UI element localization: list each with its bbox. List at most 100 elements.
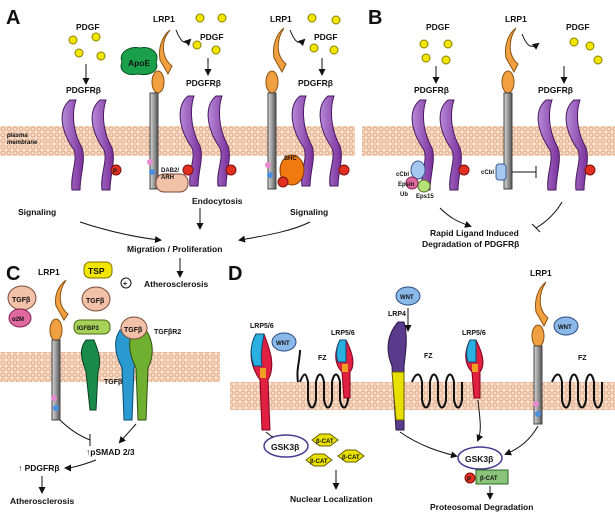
p-badge-d: P — [467, 477, 471, 483]
wnt-label-d1: WNT — [276, 341, 290, 347]
endocytosis-label: Endocytosis — [192, 196, 243, 206]
nuclear-label: Nuclear Localization — [290, 494, 373, 504]
shc-label: SHC — [284, 156, 297, 162]
lrp1-stalk-d — [533, 345, 543, 425]
signaling-label-a3: Signaling — [290, 207, 328, 217]
ccbl-label-b1: cCbl — [396, 172, 409, 178]
pdgf-ligands-b2 — [569, 37, 603, 65]
tsp-label: TSP — [88, 266, 105, 276]
pdgfr-label-b1: PDGFRβ — [414, 85, 449, 95]
fz-label-d1: FZ — [318, 355, 327, 362]
apoe-label: ApoE — [128, 58, 151, 68]
pdgf-ligands-3 — [307, 13, 341, 55]
ubiquitin-complex — [405, 160, 431, 193]
fz-label-d3: FZ — [578, 355, 587, 362]
pdgfr-label-a2: PDGFRβ — [186, 78, 221, 88]
wnt-badge-d3 — [553, 316, 579, 336]
ccbl-box-b — [495, 163, 507, 181]
pdgfr-label-a1: PDGFRβ — [66, 85, 101, 95]
pdgfr-label-a3: PDGFRβ — [298, 78, 333, 88]
lrp56-label-d1: LRP5/6 — [250, 323, 274, 330]
proteosomal-label: Proteosomal Degradation — [430, 502, 533, 512]
pdgf-label-a3: PDGF — [314, 32, 338, 42]
bcat-label-d4: β-CAT — [480, 476, 498, 482]
tgfb-badge-c2 — [81, 286, 111, 312]
panel-d-letter: D — [228, 263, 242, 285]
pdgfr-receptor-b2 — [537, 99, 596, 191]
bcat-box-d — [475, 469, 509, 485]
panel-c: C LRP1 TSP + TGFβ α2M TGFβ IGFBP3 TGFβR1… — [0, 261, 220, 506]
gsk3b-oval-d1 — [263, 434, 309, 458]
lrp56-label-d3: LRP5/6 — [462, 330, 486, 337]
lrp1-label-a: LRP1 — [153, 14, 175, 24]
pdgf-label-a2: PDGF — [200, 32, 224, 42]
bcat-label-d1: β-CAT — [316, 439, 334, 445]
pm-line2: membrane — [7, 140, 38, 146]
gsk3b-label-d2: GSK3β — [465, 454, 493, 464]
signaling-label-a1: Signaling — [18, 207, 56, 217]
panel-c-letter: C — [6, 263, 20, 285]
pdgfr-label-b2: PDGFRβ — [538, 85, 573, 95]
dab2-arh-box — [155, 173, 189, 193]
tgfb-label-c1: TGFβ — [12, 297, 31, 304]
lrp1-label-a3: LRP1 — [270, 14, 292, 24]
pdgf-label-b2: PDGF — [566, 22, 590, 32]
pdgfr-receptor-a3 — [291, 95, 350, 187]
degradation-line1: Rapid Ligand Induced — [430, 228, 519, 238]
lrp1-stalk-c — [51, 339, 61, 421]
lrp56-label-d2: LRP5/6 — [331, 330, 355, 337]
bcat-label-d3: β-CAT — [310, 459, 328, 465]
pdgf-ligands-1 — [68, 32, 106, 61]
a2m-label: α2M — [12, 317, 24, 323]
atherosclerosis-label-a: Atherosclerosis — [144, 279, 209, 289]
migration-label: Migration / Proliferation — [127, 244, 222, 254]
gsk3b-label-d1: GSK3β — [271, 442, 299, 452]
lrp1-ectodomain-a — [159, 29, 173, 76]
psmad-label: ↑pSMAD 2/3 — [86, 447, 135, 457]
panel-d: D LRP5/6 WNT FZ GSK3β β-CAT β-CAT β-CAT … — [228, 263, 615, 512]
panel-b: B PDGF PDGFRβ cCbl Epsin Ub Eps15 LRP1 — [362, 7, 615, 249]
lrp1-label-c: LRP1 — [38, 267, 60, 277]
eps15-label: Eps15 — [416, 194, 434, 200]
lrp1-stalk-a3 — [267, 92, 277, 190]
ub-label: Ub — [400, 192, 408, 198]
pdgf-ligands-b1 — [419, 39, 453, 65]
lrp4-label: LRP4 — [388, 311, 406, 318]
panel-a: A plasma membrane PDGF PDGFRβ P Signalin… — [0, 7, 355, 289]
lrp1-label-b: LRP1 — [505, 14, 527, 24]
igfbp3-label: IGFBP3 — [77, 326, 99, 332]
gsk3b-oval-d2 — [457, 446, 503, 470]
degradation-label: Rapid Ligand Induced Degradation of PDGF… — [422, 228, 521, 249]
bcat-label-d2: β-CAT — [342, 455, 360, 461]
wnt-badge-d2 — [395, 286, 421, 306]
tgfbr1 — [80, 339, 101, 411]
dab2-label: DAB2/ARH — [161, 168, 179, 181]
tgfb-badge-c3 — [120, 316, 148, 340]
tsp-box — [83, 261, 113, 279]
a2m-badge — [8, 308, 32, 328]
pdgfr-up-label: ↑ PDGFRβ — [18, 463, 60, 473]
lrp1-label-d: LRP1 — [530, 268, 552, 278]
epsin-label: Epsin — [398, 182, 415, 188]
wnt-label-d3: WNT — [558, 325, 572, 331]
tgfb-label-c2: TGFβ — [86, 298, 105, 305]
membrane-c — [0, 352, 220, 382]
degradation-line2: Degradation of PDGFRβ — [422, 239, 519, 249]
pdgfr-receptor-b1 — [411, 99, 470, 191]
tgfb-label-c3: TGFβ — [124, 327, 143, 334]
wnt-badge-d1 — [271, 332, 297, 352]
tgfbr1-label: TGFβR1 — [104, 379, 131, 386]
igfbp3-box — [73, 319, 111, 335]
pm-line1: plasma — [6, 133, 28, 139]
lrp1-stalk-b — [503, 92, 513, 190]
fz-label-d2: FZ — [424, 353, 433, 360]
wnt-label-d2: WNT — [400, 295, 414, 301]
pdgf-ligands-2 — [192, 13, 227, 55]
atherosclerosis-label-c: Atherosclerosis — [10, 496, 75, 506]
tgfbr2-label: TGFβR2 — [154, 329, 181, 336]
lrp1-stalk-a — [149, 92, 159, 190]
panel-b-letter: B — [368, 7, 382, 29]
ccbl-label-b2: cCbl — [481, 170, 494, 176]
pdgf-label-a1: PDGF — [76, 22, 100, 32]
